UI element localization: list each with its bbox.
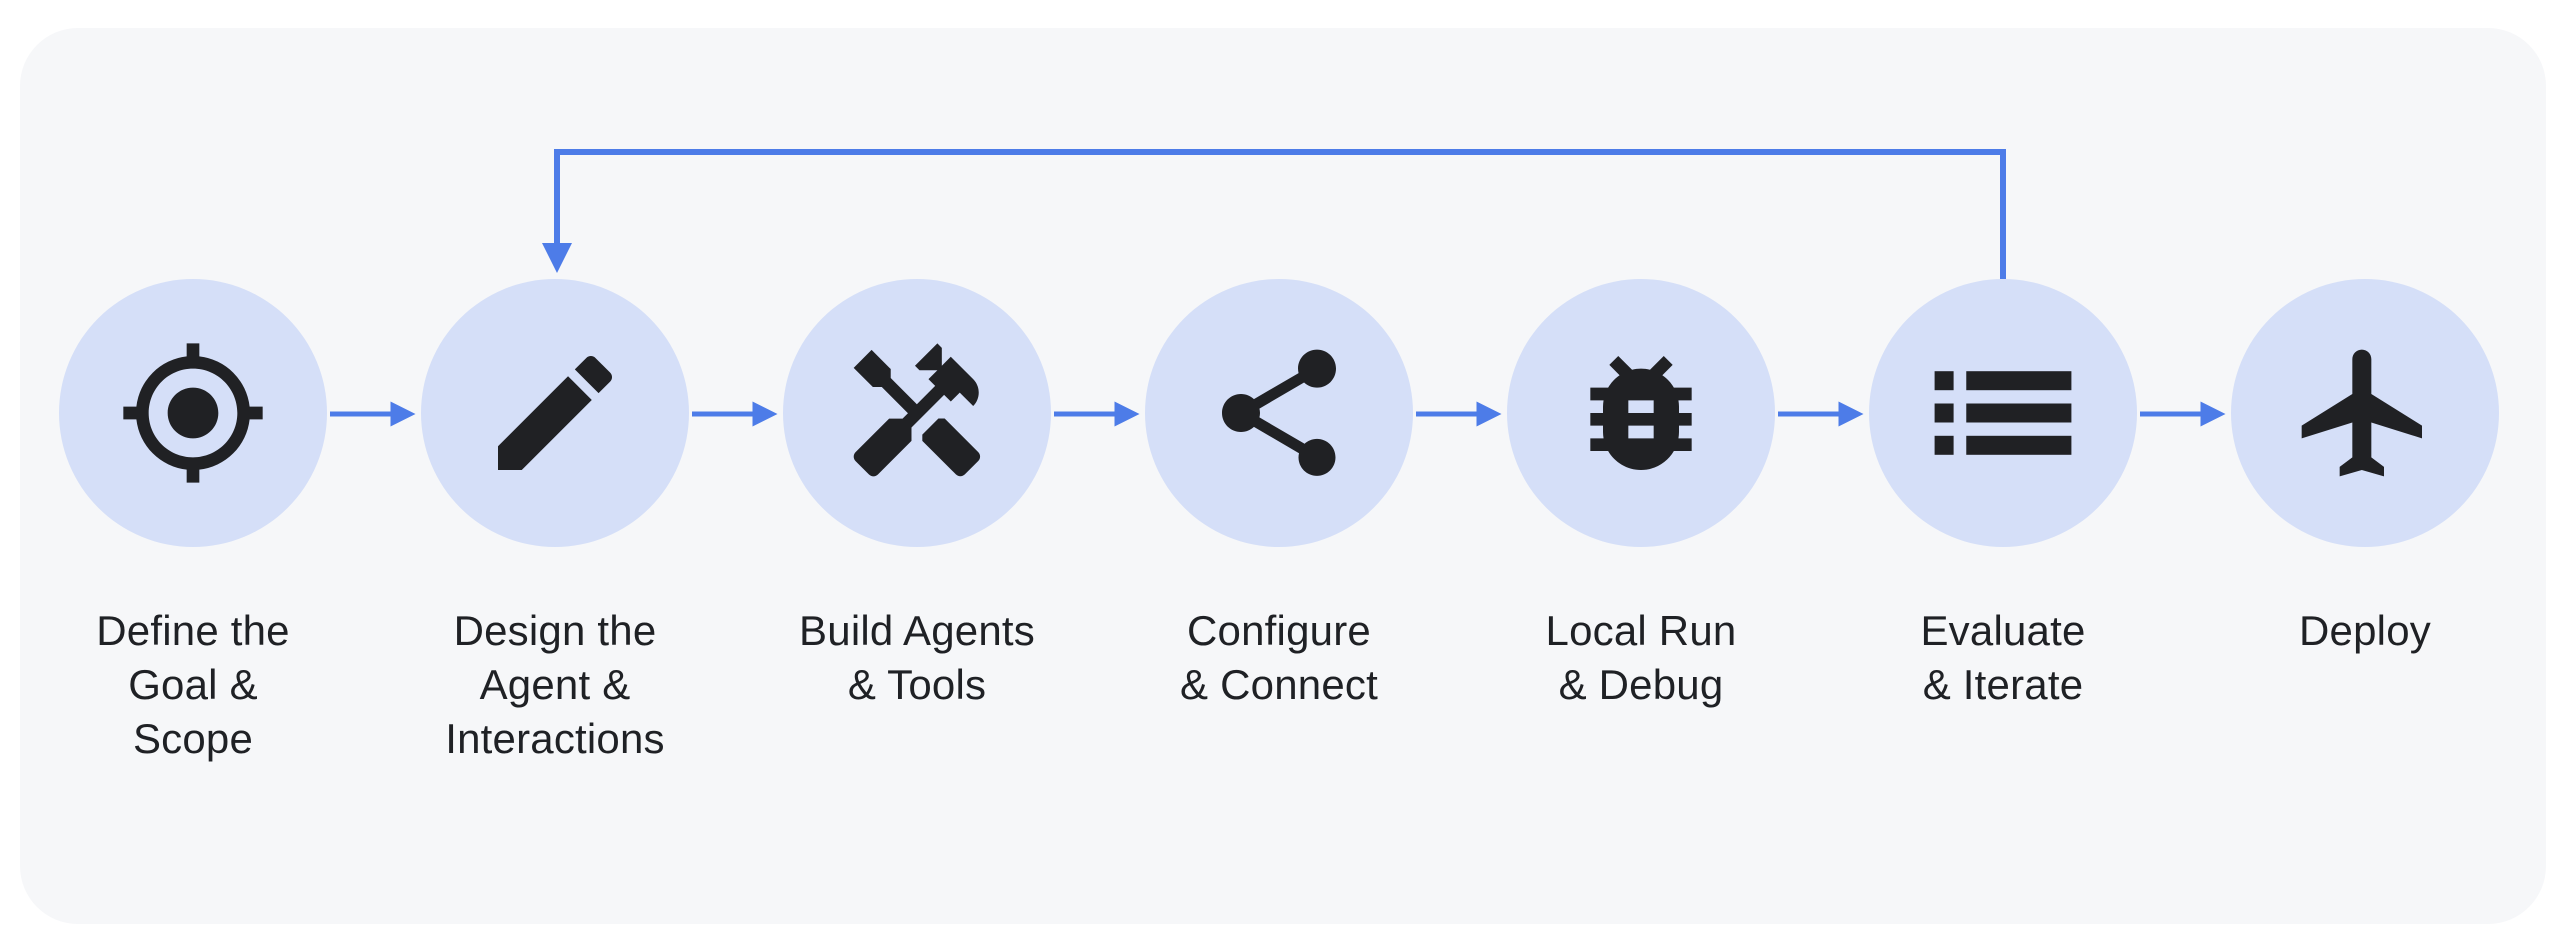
list-icon — [1934, 371, 2072, 455]
step-label: Deploy — [2299, 607, 2431, 654]
step-label: Define the Goal & Scope — [96, 607, 290, 762]
step-circle — [421, 279, 689, 547]
step-circle — [783, 279, 1051, 547]
step-circle — [1507, 279, 1775, 547]
step-label: Evaluate & Iterate — [1920, 607, 2086, 708]
step-label: Build Agents & Tools — [799, 607, 1035, 708]
step-circle — [1869, 279, 2137, 547]
step-label: Local Run & Debug — [1545, 607, 1737, 708]
tools-icon — [853, 343, 981, 477]
pencil-icon — [498, 355, 613, 470]
step-label: Configure & Connect — [1180, 607, 1378, 708]
step-circle — [1145, 279, 1413, 547]
airplane-icon — [2301, 349, 2422, 477]
bug-icon — [1590, 356, 1692, 470]
step-circle — [59, 279, 327, 547]
step-circle — [2231, 279, 2499, 547]
target-icon — [123, 343, 263, 483]
share-icon — [1222, 349, 1336, 476]
step-label: Design the Agent & Interactions — [445, 607, 665, 762]
